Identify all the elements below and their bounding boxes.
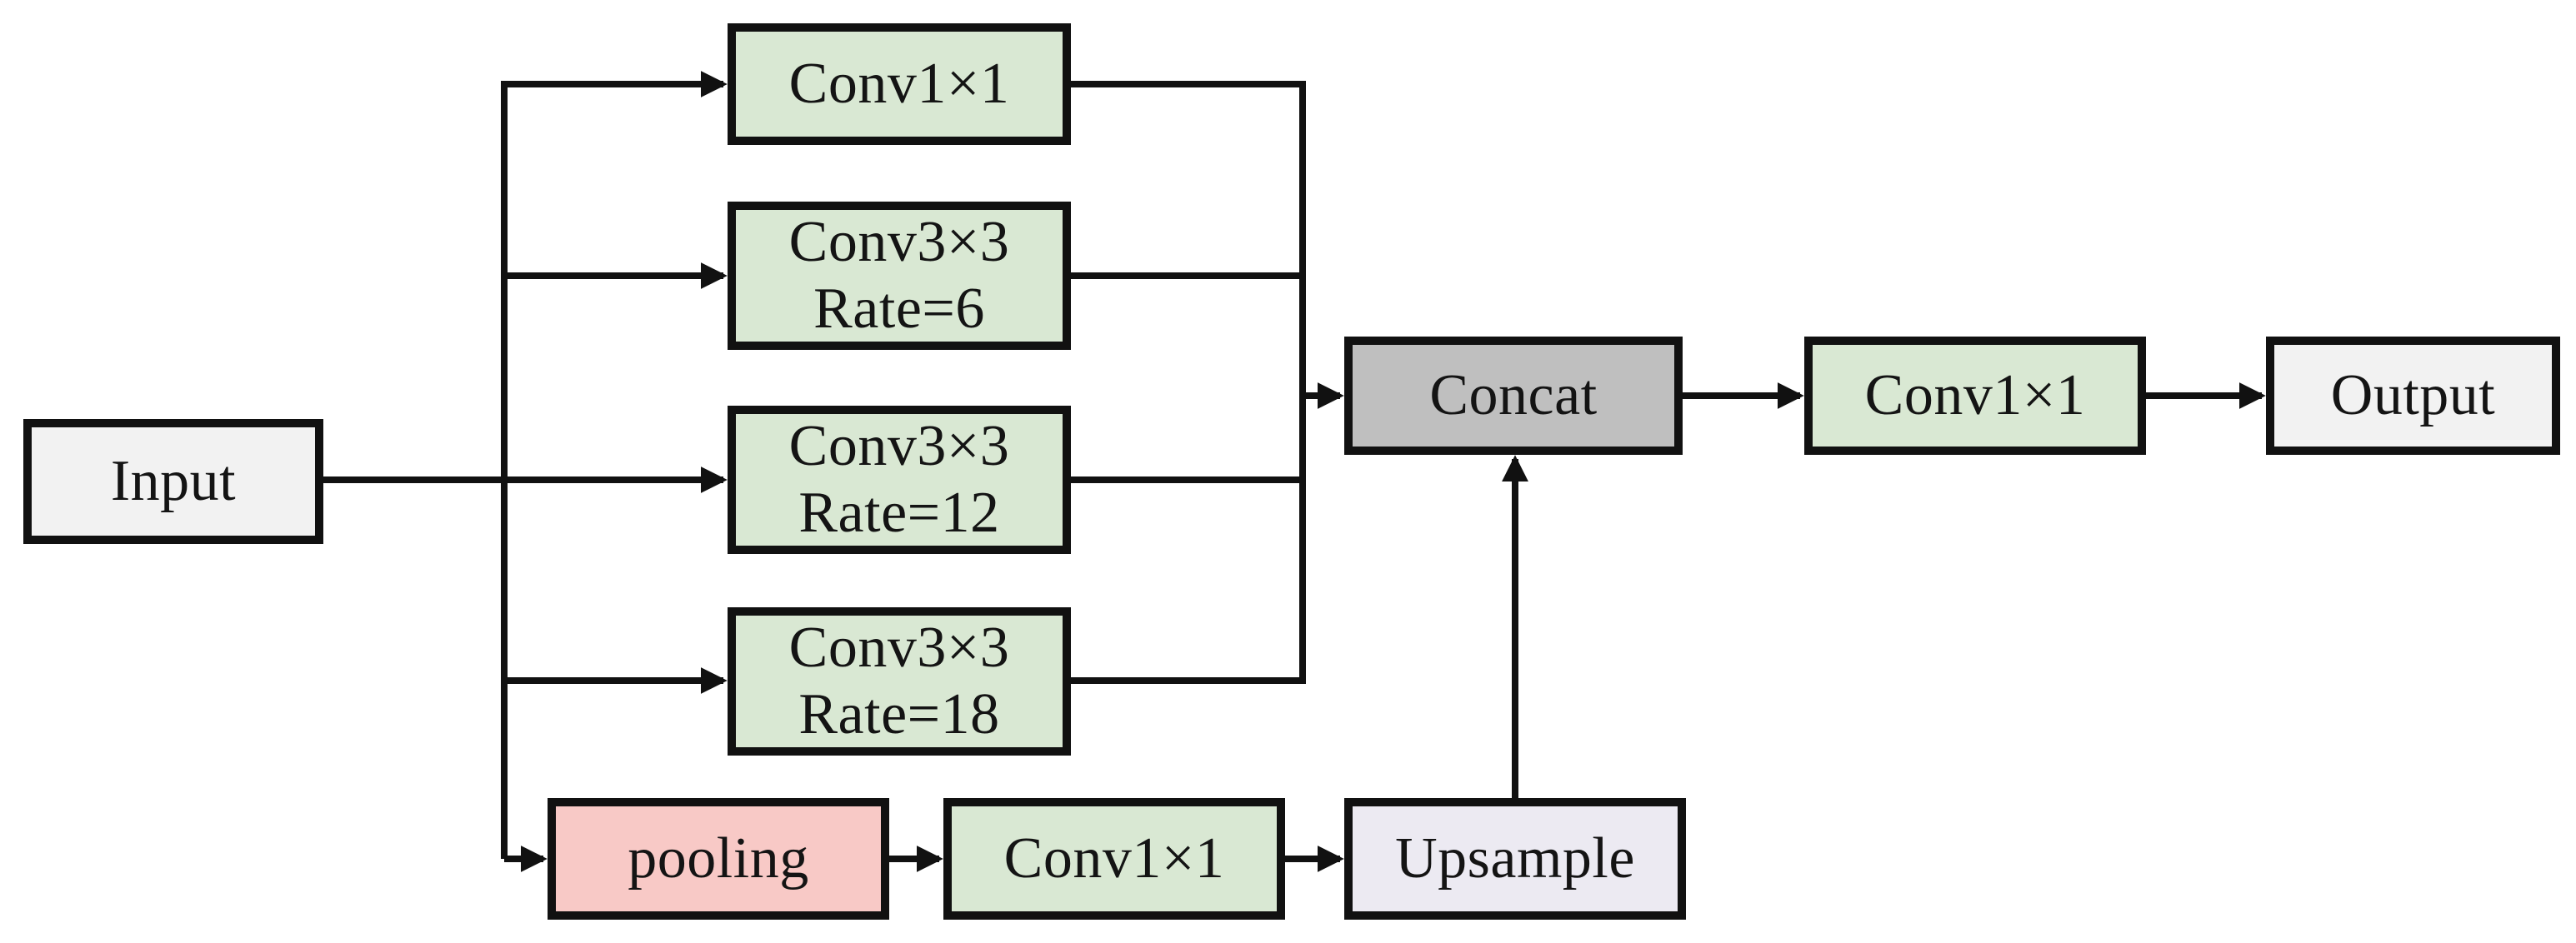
node-upsample: Upsample	[1344, 798, 1686, 920]
node-concat-label: Concat	[1429, 362, 1598, 427]
node-conv3x3-rate12: Conv3×3 Rate=12	[728, 406, 1071, 554]
node-conv1x1-pool-label: Conv1×1	[1003, 826, 1225, 891]
node-conv1x1-top-label: Conv1×1	[788, 51, 1010, 116]
node-conv3x3-rate6-line2: Rate=6	[813, 277, 985, 341]
node-pooling-label: pooling	[628, 826, 809, 891]
node-output-label: Output	[2330, 362, 2496, 427]
node-conv3x3-rate18: Conv3×3 Rate=18	[728, 607, 1071, 756]
node-conv3x3-rate18-line1: Conv3×3	[788, 615, 1010, 680]
node-input: Input	[23, 419, 323, 544]
node-conv3x3-rate12-line2: Rate=12	[798, 481, 1000, 545]
node-conv1x1-top: Conv1×1	[728, 23, 1071, 145]
node-conv1x1-out: Conv1×1	[1804, 337, 2146, 455]
node-concat: Concat	[1344, 337, 1683, 455]
node-input-label: Input	[110, 448, 237, 513]
node-conv3x3-rate6: Conv3×3 Rate=6	[728, 202, 1071, 350]
node-output: Output	[2266, 337, 2560, 455]
node-upsample-label: Upsample	[1395, 826, 1635, 891]
node-conv1x1-out-label: Conv1×1	[1864, 362, 2086, 427]
node-conv3x3-rate18-line2: Rate=18	[798, 682, 1000, 746]
node-conv1x1-pool: Conv1×1	[943, 798, 1285, 920]
node-pooling: pooling	[548, 798, 889, 920]
node-conv3x3-rate6-line1: Conv3×3	[788, 209, 1010, 274]
node-conv3x3-rate12-line1: Conv3×3	[788, 413, 1010, 478]
